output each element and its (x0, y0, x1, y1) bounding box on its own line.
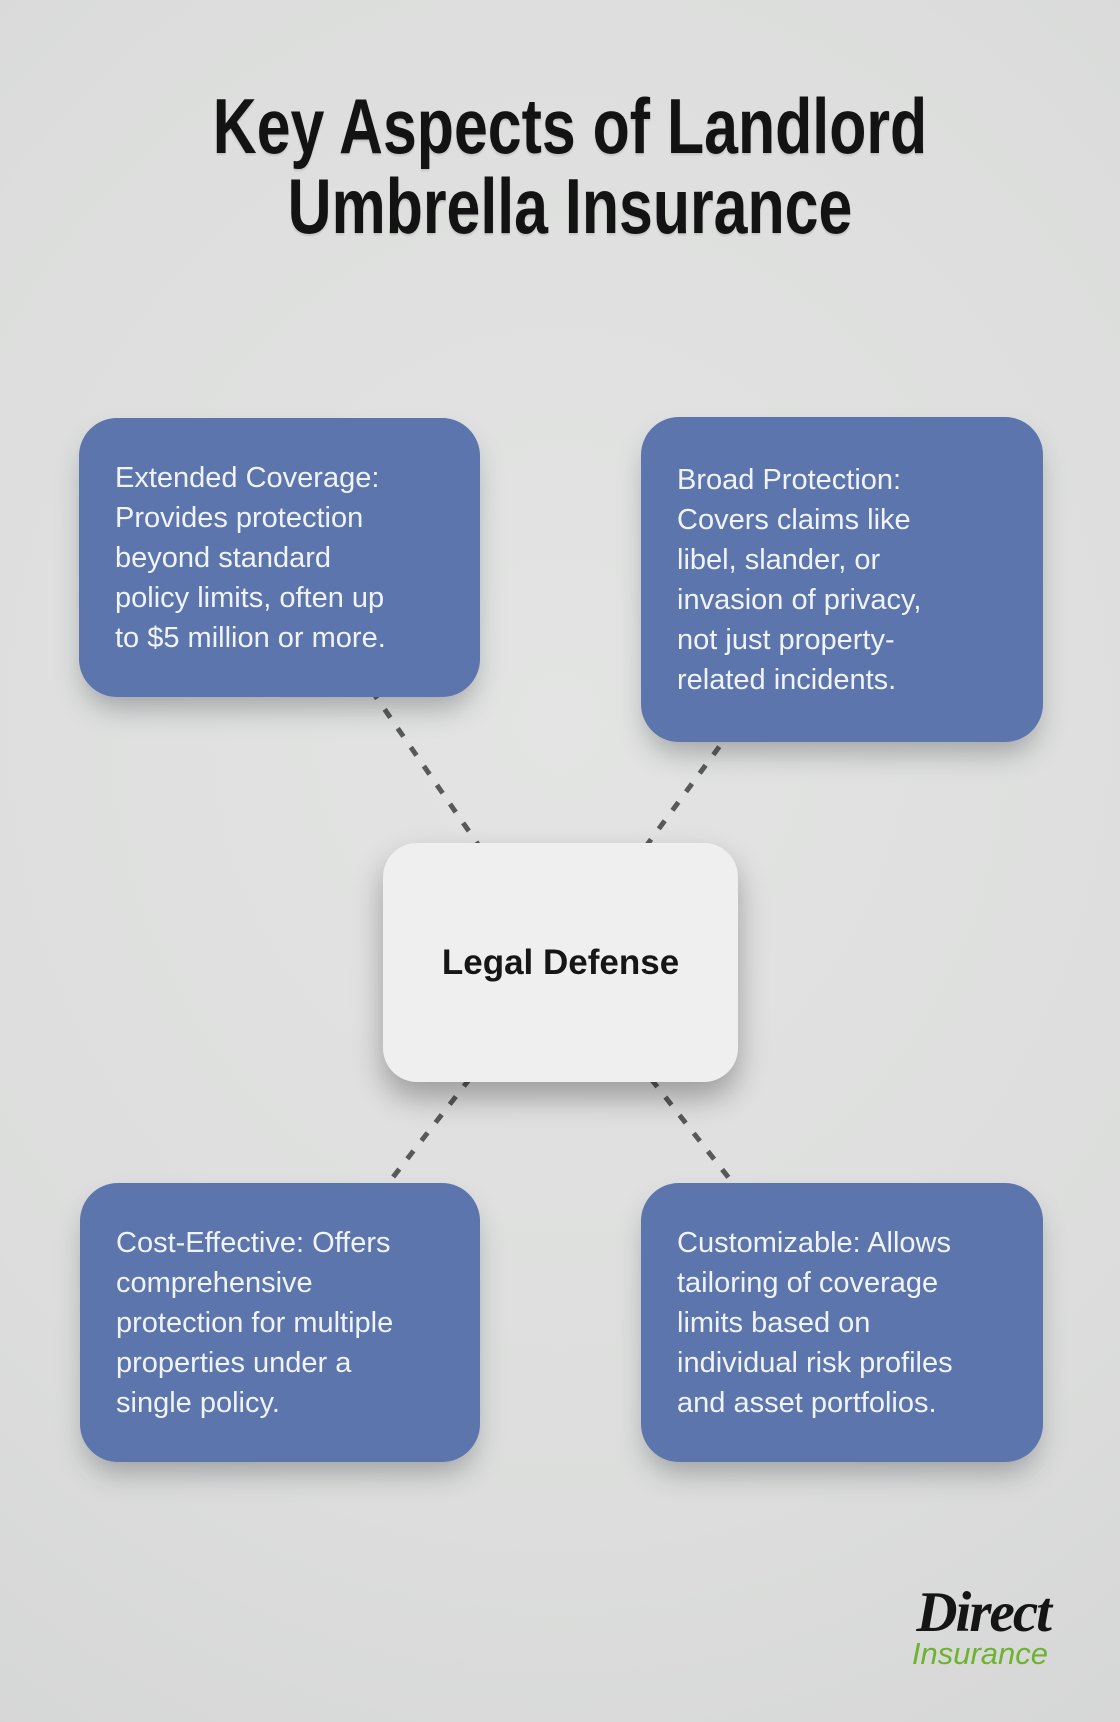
node-customizable-text: Customizable: Allows tailoring of covera… (677, 1226, 953, 1419)
center-node-legal-defense: Legal Defense (383, 843, 738, 1082)
node-broad-protection-text: Broad Protection: Covers claims like lib… (677, 463, 922, 696)
logo-sub-brand-text: Insurance (911, 1636, 1048, 1671)
node-cost-effective: Cost-Effective: Offers comprehensive pro… (80, 1183, 480, 1462)
node-broad-protection: Broad Protection: Covers claims like lib… (641, 417, 1043, 742)
node-extended-coverage: Extended Coverage: Provides protection b… (79, 418, 480, 697)
page-title: Key Aspects of Landlord Umbrella Insuran… (212, 82, 928, 250)
node-extended-coverage-text: Extended Coverage: Provides protection b… (115, 461, 386, 654)
direct-insurance-logo: Direct Insurance (911, 1581, 1052, 1671)
node-customizable: Customizable: Allows tailoring of covera… (641, 1183, 1043, 1462)
logo-brand-text: Direct (916, 1581, 1052, 1644)
center-node-label: Legal Defense (441, 942, 680, 982)
node-cost-effective-text: Cost-Effective: Offers comprehensive pro… (116, 1226, 394, 1419)
